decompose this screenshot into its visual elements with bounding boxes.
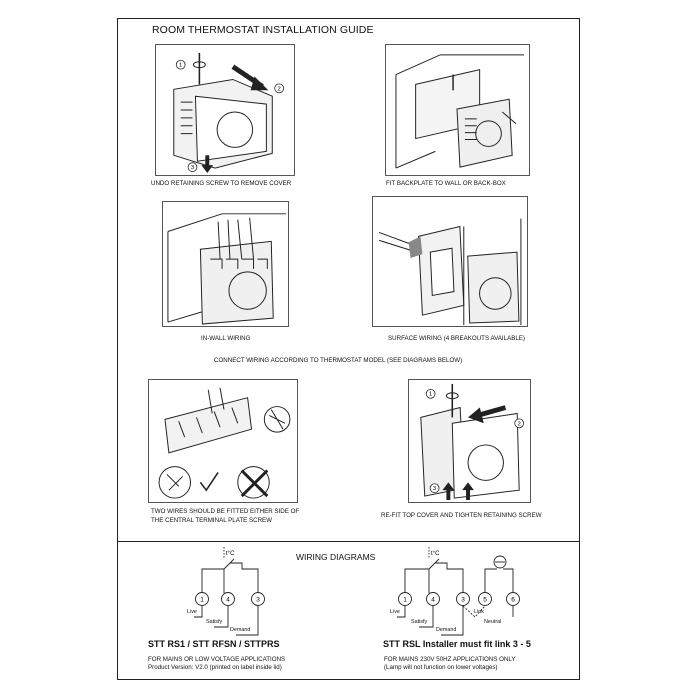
in-wall-wiring-drawing: [167, 213, 287, 325]
left-terminal-4-label: 4: [226, 597, 230, 604]
step6-marker-2: 2: [518, 421, 521, 427]
step6-caption: RE-FIT TOP COVER AND TIGHTEN RETAINING S…: [381, 512, 542, 519]
wiring-diagrams-heading: WIRING DIAGRAMS: [296, 552, 376, 562]
remove-cover-drawing: 1 2 3: [173, 52, 284, 174]
left-live-label: Live: [187, 609, 197, 615]
step-surface-wiring-illustration: [372, 196, 528, 327]
step4-caption: SURFACE WIRING (4 BREAKOUTS AVAILABLE): [388, 335, 525, 342]
left-satisfy-label: Satisfy: [206, 619, 223, 625]
left-demand-label: Demand: [230, 627, 251, 633]
refit-cover-drawing: 1 2 3: [420, 383, 524, 501]
step1-marker-3: 3: [191, 165, 195, 171]
step5-caption-line2: THE CENTRAL TERMINAL PLATE SCREW: [151, 517, 273, 524]
step1-marker-2: 2: [278, 86, 281, 92]
right-satisfy-label: Satisfy: [411, 619, 428, 625]
right-live-label: Live: [390, 609, 400, 615]
step6-marker-3: 3: [433, 486, 437, 492]
right-application-note: FOR MAINS 230V 50Hz APPLICATIONS ONLY: [384, 656, 516, 663]
step-fit-backplate-illustration: [385, 44, 530, 176]
step-refit-cover-illustration: 1 2 3: [408, 379, 531, 503]
right-terminal-5-label: 5: [483, 597, 487, 604]
page-title: ROOM THERMOSTAT INSTALLATION GUIDE: [152, 24, 374, 36]
left-application-note: FOR MAINS OR LOW VOLTAGE APPLICATIONS: [148, 656, 286, 663]
right-terminal-4: [426, 592, 440, 606]
right-voltage-note: (Lamp will not function on lower voltage…: [384, 664, 498, 671]
right-terminal-1-label: 1: [403, 597, 407, 604]
terminal-wires-drawing: [158, 387, 291, 499]
left-product-version: Product Version: V2.0 (printed on label …: [148, 664, 282, 671]
left-switch-label: t°C: [226, 551, 235, 557]
step5-caption-line1: TWO WIRES SHOULD BE FITTED EITHER SIDE O…: [151, 508, 300, 515]
connect-wiring-note: CONNECT WIRING ACCORDING TO THERMOSTAT M…: [214, 357, 463, 364]
right-terminal-4-label: 4: [431, 597, 435, 604]
right-terminal-6-label: 6: [511, 597, 515, 604]
left-model-names: STT RS1 / STT RFSN / STTPRS: [148, 639, 280, 649]
step-terminal-wires-illustration: [148, 379, 298, 503]
section-divider: [117, 541, 580, 542]
right-wiring-diagram: 1 4 3 5 6 t°C: [397, 547, 520, 636]
left-terminal-3: [251, 592, 265, 606]
right-terminal-5: [478, 592, 492, 606]
left-terminal-4: [221, 592, 235, 606]
step3-caption: IN-WALL WIRING: [201, 335, 251, 342]
right-terminal-1: [398, 592, 412, 606]
surface-wiring-drawing: [378, 218, 522, 326]
right-terminal-3-label: 3: [461, 597, 465, 604]
step6-marker-1: 1: [429, 392, 432, 398]
right-neutral-label: Neutral: [484, 619, 502, 625]
left-terminal-1-label: 1: [200, 597, 204, 604]
left-terminal-1: [195, 592, 209, 606]
fit-backplate-drawing: [395, 54, 524, 169]
step1-marker-1: 1: [179, 63, 182, 69]
right-terminal-3: [456, 592, 470, 606]
guide-sheet: [117, 18, 580, 680]
step2-caption: FIT BACKPLATE TO WALL OR BACK-BOX: [386, 180, 506, 187]
right-model-names: STT RSL Installer must fit link 3 - 5: [383, 639, 531, 649]
step1-caption: UNDO RETAINING SCREW TO REMOVE COVER: [151, 180, 292, 187]
right-switch-label: t°C: [431, 551, 440, 557]
right-demand-label: Demand: [436, 627, 457, 633]
right-terminal-6: [506, 592, 520, 606]
left-wiring-diagram: 1 4 3 t°C: [194, 547, 265, 636]
step-in-wall-wiring-illustration: [162, 201, 289, 327]
step-remove-cover-illustration: 1 2 3: [155, 44, 295, 176]
right-link-label: Link: [474, 609, 484, 615]
left-terminal-3-label: 3: [256, 597, 260, 604]
